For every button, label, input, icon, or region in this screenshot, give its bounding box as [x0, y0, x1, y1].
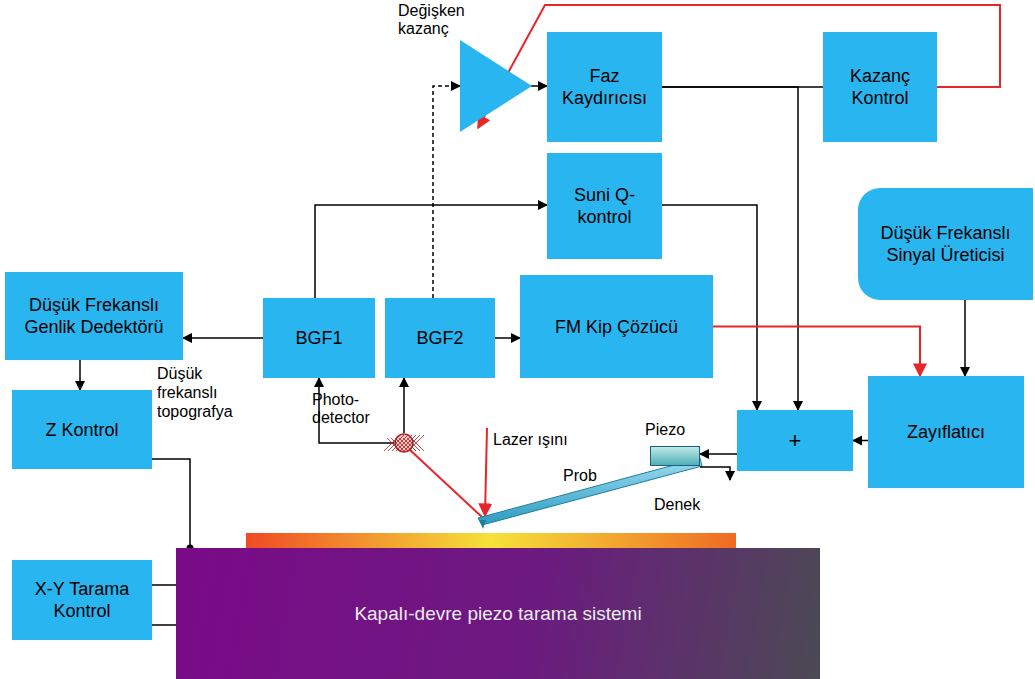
piezo-actuator: Piezo [650, 446, 700, 466]
node-label: Düşük Frekanslı Sinyal Üreticisi [863, 222, 1028, 266]
signal-wire [964, 300, 966, 376]
annotation-label: Denek [654, 495, 700, 514]
signal-wire [403, 378, 405, 433]
photodetector-symbol [394, 433, 414, 453]
node-label: Değişken kazanç [398, 2, 490, 38]
probe-tip [479, 520, 486, 529]
signal-wire [531, 85, 547, 87]
process-box: Düşük Frekanslı Sinyal Üreticisi [858, 188, 1033, 300]
node-label: Z Kontrol [45, 419, 118, 441]
signal-wire [700, 453, 737, 455]
process-box: FM Kip Çözücü [520, 275, 713, 378]
sample-layer [246, 533, 736, 548]
process-box: X-Y Tarama Kontrol [12, 560, 152, 640]
node-label: Zayıflatıcı [907, 421, 985, 443]
signal-wire [152, 459, 190, 548]
process-box: + [737, 410, 853, 471]
node-label: Faz Kaydırıcısı [552, 65, 657, 109]
ground-wire [700, 467, 730, 480]
annotation-label: Düşük frekanslı topografya [157, 364, 267, 421]
amplifier-outline [460, 40, 532, 132]
node-label: Düşük Frekanslı Genlik Dedektörü [10, 294, 178, 338]
signal-wire [183, 337, 263, 339]
amplifier-triangle: Değişken kazanç [460, 40, 532, 132]
node-label: BGF2 [416, 327, 463, 349]
node-label: BGF1 [295, 327, 342, 349]
cantilever [478, 458, 702, 525]
signal-wire [433, 86, 460, 298]
node-label: Kapalı-devre piezo tarama sistemi [354, 603, 641, 625]
node-label: Kazanç Kontrol [828, 65, 932, 109]
signal-wire [79, 360, 81, 390]
scanner-stage: Kapalı-devre piezo tarama sistemi [176, 548, 820, 679]
process-box: Suni Q-kontrol [547, 153, 662, 259]
process-box: Kazanç Kontrol [823, 32, 937, 142]
process-box: Düşük Frekanslı Genlik Dedektörü [5, 272, 183, 360]
process-box: Z Kontrol [12, 390, 152, 469]
process-box: Faz Kaydırıcısı [547, 32, 662, 142]
annotation-label: Prob [563, 466, 597, 485]
node-label: X-Y Tarama Kontrol [17, 578, 147, 622]
annotation-label: Lazer ışını [493, 430, 568, 449]
laser-reflection [410, 450, 483, 518]
process-box: Zayıflatıcı [868, 376, 1024, 488]
node-label: + [789, 430, 802, 452]
node-label: Photo-detector [312, 391, 384, 427]
signal-wire [713, 327, 920, 377]
signal-wire [495, 337, 520, 339]
signal-wire [315, 205, 547, 298]
signal-wire [853, 440, 868, 442]
photodetector: Photo-detector [394, 433, 414, 453]
node-label: Piezo [645, 421, 705, 439]
process-box: BGF1 [263, 298, 375, 378]
process-box: BGF2 [385, 298, 495, 378]
node-label: FM Kip Çözücü [555, 316, 678, 338]
laser-beam [485, 428, 487, 516]
node-label: Suni Q-kontrol [552, 184, 657, 228]
